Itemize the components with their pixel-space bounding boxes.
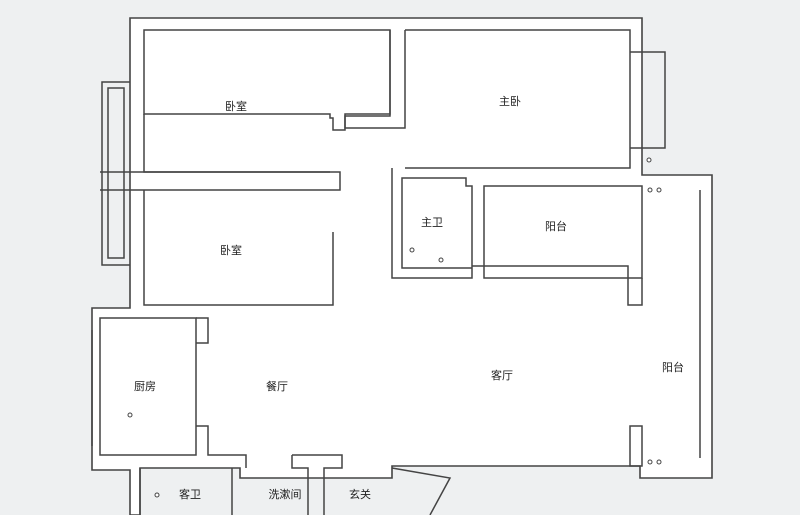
wall-kitchen-stub (196, 317, 209, 344)
wall-entrance (391, 467, 452, 515)
wall-corridor (100, 171, 341, 191)
wall-master-window (630, 51, 666, 149)
fixture-dot (656, 187, 662, 193)
room-label-master-bath: 主卫 (421, 216, 443, 229)
wall-kitchen-stub-2 (196, 425, 247, 468)
room-label-master-bedroom: 主卧 (499, 95, 521, 108)
fixture-dot (409, 247, 415, 253)
wall-master-bedroom (405, 29, 631, 169)
fixture-dot (646, 157, 652, 163)
wall-bedroom-2 (143, 190, 334, 306)
wall-balcony-1-stub (472, 265, 643, 306)
room-label-living-room: 客厅 (491, 369, 513, 382)
room-label-guest-bath: 客卫 (179, 488, 201, 501)
fixture-dot (127, 412, 133, 418)
fixture-dot (647, 459, 653, 465)
room-label-kitchen: 厨房 (134, 380, 156, 393)
wall-living-balcony (629, 425, 643, 467)
fixture-dot (154, 492, 160, 498)
wall-guest-bath (139, 468, 233, 515)
wall-master-bath-inner (401, 186, 472, 269)
room-label-bedroom-2: 卧室 (220, 244, 242, 257)
room-label-balcony-2: 阳台 (662, 361, 684, 374)
wall-master-bath (391, 168, 473, 279)
room-label-bedroom-1: 卧室 (225, 100, 247, 113)
wall-laundry (291, 454, 343, 515)
fixture-dot (438, 257, 444, 263)
fixture-dot (656, 459, 662, 465)
room-label-entrance: 玄关 (349, 488, 371, 501)
wall-kitchen (99, 317, 197, 456)
wall-bedroom-1-door (344, 30, 406, 129)
room-label-laundry: 洗漱间 (268, 488, 302, 501)
room-label-dining-room: 餐厅 (266, 380, 288, 393)
room-label-balcony-1: 阳台 (545, 220, 567, 233)
window-west-1 (101, 81, 130, 266)
fixture-dot (647, 187, 653, 193)
